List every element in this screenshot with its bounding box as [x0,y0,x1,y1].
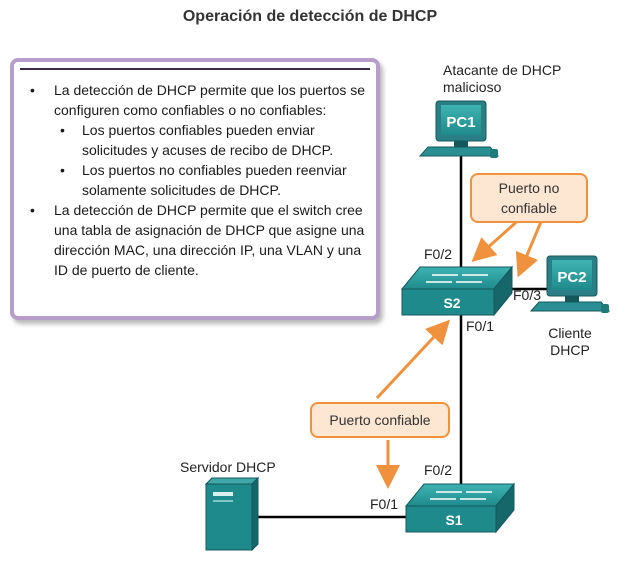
port-s2-f03: F0/3 [513,287,542,303]
s2-switch-icon [400,265,514,317]
pc1-label-line1: Atacante de DHCP [443,62,562,78]
info-subbullet-untrusted: Los puertos no confiables pueden reenvia… [54,160,374,200]
port-s2-f01: F0/1 [466,318,495,334]
info-bullet-ports-text: La detección de DHCP permite que los pue… [54,82,366,118]
server-label: Servidor DHCP [180,459,276,475]
trusted-port-callout: Puerto confiable [310,402,450,438]
port-s1-f02: F0/2 [424,462,453,478]
pc2-label-line1: Cliente [548,325,592,341]
info-bullet-binding-table: La detección de DHCP permite que el swit… [24,200,374,280]
trusted-arrow-s2 [375,319,451,400]
trusted-callout-text: Puerto confiable [329,412,431,428]
info-list: La detección de DHCP permite que los pue… [24,80,374,280]
info-box: La detección de DHCP permite que los pue… [10,58,380,320]
pc2-name: PC2 [557,269,586,286]
s1-name: S1 [445,512,462,528]
page-title: Operación de detección de DHCP [182,8,438,25]
pc2-icon [529,255,611,313]
untrusted-callout-line2: confiable [500,200,558,216]
pc2-label: Cliente DHCP [535,325,605,359]
s1-switch-icon [404,482,516,534]
untrusted-callout-line1: Puerto no [498,180,560,196]
dhcp-server-icon [204,476,260,552]
port-s2-f02: F0/2 [424,246,453,262]
info-box-rule [20,68,370,70]
pc1-label-line2: malicioso [443,79,502,95]
info-subbullet-trusted: Los puertos confiables pueden enviar sol… [54,120,374,160]
port-s1-f01: F0/1 [370,496,399,512]
pc1-label: Atacante de DHCP malicioso [443,62,561,96]
pc2-label-line2: DHCP [550,342,590,358]
info-bullet-ports: La detección de DHCP permite que los pue… [24,80,374,200]
s2-name: S2 [443,295,460,311]
pc1-icon [418,100,500,158]
pc1-name: PC1 [446,114,475,131]
untrusted-port-callout: Puerto no confiable [470,173,588,223]
